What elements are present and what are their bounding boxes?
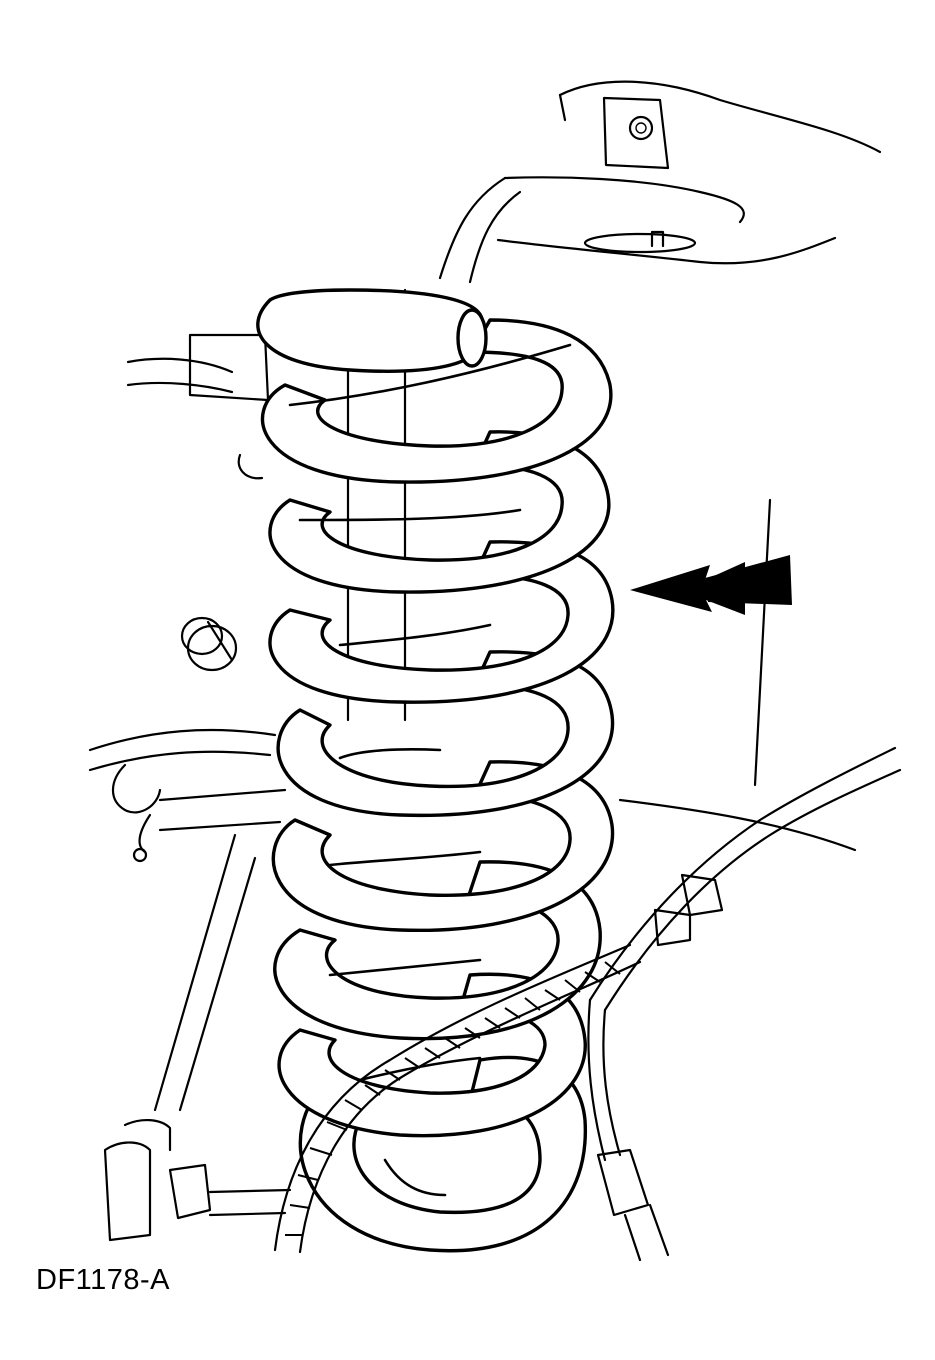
stabilizer-link <box>103 1119 292 1242</box>
lower-control-arm <box>88 728 857 1112</box>
spring-tower-body <box>438 80 882 284</box>
frame-edge-line <box>753 498 772 787</box>
coil-spring <box>256 288 615 1253</box>
bump-stop <box>180 616 238 672</box>
sensor-harness <box>273 943 642 1254</box>
double-arrow-indicator <box>630 555 792 615</box>
figure-code: DF1178-A <box>36 1264 171 1296</box>
brake-hose <box>587 746 902 1262</box>
